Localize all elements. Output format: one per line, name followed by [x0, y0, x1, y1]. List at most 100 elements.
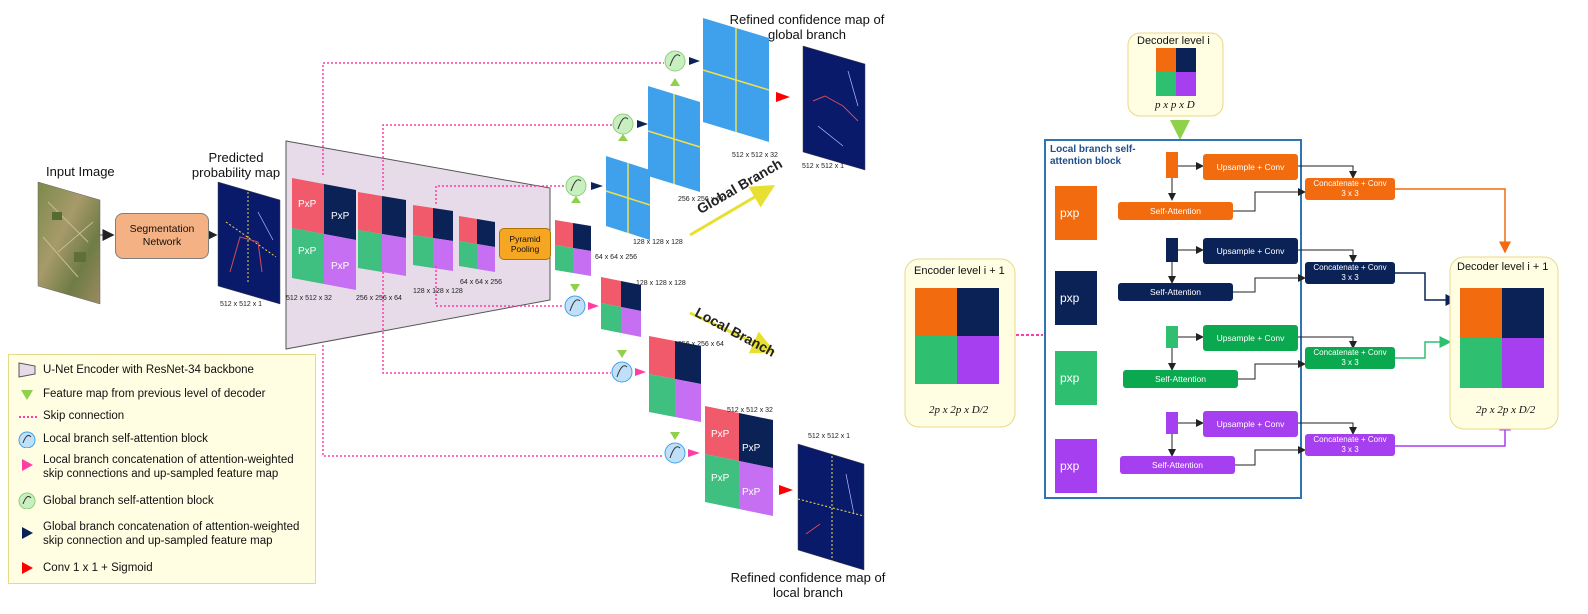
global-branch-arrow [689, 184, 776, 237]
refined-global-map [802, 45, 866, 171]
legend: U-Net Encoder with ResNet-34 backbone Fe… [8, 354, 316, 584]
pxp-label: PxP [742, 443, 761, 454]
concat-label: Concatenate + Conv [1313, 179, 1387, 188]
dims-label-64-256: 64 x 64 x 256 [460, 279, 503, 286]
global-cube-256 [647, 86, 701, 192]
decoder-in-label: Decoder level i [1137, 35, 1210, 47]
pxp-label: PxP [742, 487, 761, 498]
decoder-out-dims: 2p x 2p x D/2 [1476, 404, 1536, 416]
decoder-in-arrow [1170, 120, 1190, 140]
pyramid-pooling-box: Pyramid Pooling [499, 228, 551, 260]
global-attention-circles [565, 50, 700, 203]
local-branch-arrow [689, 311, 776, 354]
pink-triangle-right-icon [22, 459, 33, 471]
green-circle-sigmoid-icon [18, 492, 36, 509]
concat-label: Concatenate + Conv [1313, 263, 1387, 272]
decoder-in-dims: p x p x D [1155, 99, 1195, 111]
encoder-level-1 [292, 178, 356, 290]
pxp-label: PxP [711, 473, 730, 484]
block-title: Local branch self-attention block [1050, 144, 1136, 167]
pooled-feature-cube [555, 220, 591, 276]
local-cube-512 [705, 406, 773, 516]
input-image [37, 181, 101, 305]
concat-navy-arrow [1395, 272, 1458, 306]
global-dims-256: 256 x 256 x 64 [678, 196, 724, 203]
decoder-in-cube [1156, 48, 1196, 96]
self-attention-purple: Self-Attention [1120, 456, 1235, 474]
dims-label-64-256-b: 64 x 64 x 256 [595, 254, 638, 261]
local-attention-circles [564, 284, 700, 464]
local-dims-out: 512 x 512 x 1 [808, 433, 851, 440]
global-conv-sigmoid-arrow [776, 92, 790, 102]
legend-item: Global branch self-attention block [43, 495, 214, 507]
legend-item: U-Net Encoder with ResNet-34 backbone [43, 364, 254, 376]
pxp-label: PxP [331, 211, 350, 222]
self-attention-navy: Self-Attention [1118, 283, 1233, 301]
legend-item: Feature map from previous level of decod… [43, 388, 266, 400]
decoder-out-label: Decoder level i + 1 [1457, 261, 1549, 273]
refined-global-title: Refined confidence map of global branch [729, 12, 885, 42]
segmentation-network-box: Segmentation Network [115, 213, 209, 259]
global-dims-128: 128 x 128 x 128 [633, 239, 683, 246]
self-attention-orange: Self-Attention [1118, 202, 1233, 220]
navy-triangle-right-icon [22, 527, 33, 539]
legend-item: Conv 1 x 1 + Sigmoid [43, 562, 153, 574]
global-cube-128 [605, 156, 651, 240]
global-dims-512: 512 x 512 x 32 [732, 152, 778, 159]
skip-connections [322, 62, 664, 457]
encoder-level-label: Encoder level i + 1 [914, 265, 1005, 277]
concat-green-arrow [1395, 336, 1452, 359]
concat-orange-arrow [1395, 188, 1511, 254]
trapezoid-icon [18, 362, 36, 378]
encoder-level-3 [413, 205, 453, 271]
dotted-line-icon [19, 416, 37, 418]
global-cube-512 [702, 18, 770, 142]
pxp-label: PxP [298, 199, 317, 210]
dims-label-256-64: 256 x 256 x 64 [356, 295, 402, 302]
concat-kernel: 3 x 3 [1341, 358, 1359, 367]
legend-item: Local branch self-attention block [43, 433, 208, 445]
local-conv-sigmoid-arrow [779, 485, 793, 495]
cube-pxp-label: pxp [1060, 291, 1080, 305]
local-dims-128: 128 x 128 x 128 [636, 280, 686, 287]
red-triangle-right-icon [22, 562, 33, 574]
green-triangle-down-icon [21, 390, 33, 400]
input-image-label: Input Image [46, 164, 115, 179]
upsample-purple: Upsample + Conv [1203, 411, 1298, 437]
concat-kernel: 3 x 3 [1341, 189, 1359, 198]
row-orange [1055, 152, 1178, 240]
row-navy [1055, 238, 1178, 325]
dims-label-128-128: 128 x 128 x 128 [413, 288, 463, 295]
upsample-navy: Upsample + Conv [1203, 238, 1298, 264]
encoder-level-dims: 2p x 2p x D/2 [929, 404, 989, 416]
decoder-out-cube [1460, 288, 1544, 388]
cube-pxp-label: pxp [1060, 206, 1080, 220]
encoder-level-cube [915, 288, 999, 384]
self-attention-green: Self-Attention [1123, 370, 1238, 388]
pxp-label: PxP [298, 246, 317, 257]
predicted-map-label: Predicted probability map [191, 150, 281, 180]
pxp-label: PxP [331, 261, 350, 272]
cube-pxp-label: pxp [1060, 371, 1080, 385]
encoder-level-4 [459, 216, 495, 272]
local-dims-256: 256 x 256 x 64 [678, 341, 724, 348]
refined-local-title: Refined confidence map of local branch [730, 570, 886, 600]
concat-label: Concatenate + Conv [1313, 348, 1387, 357]
row-green [1055, 326, 1178, 405]
upsample-orange: Upsample + Conv [1203, 154, 1298, 180]
concat-label: Concatenate + Conv [1313, 435, 1387, 444]
row-purple [1055, 412, 1178, 493]
refined-local-map [797, 443, 865, 571]
concat-kernel: 3 x 3 [1341, 445, 1359, 454]
global-dims-out: 512 x 512 x 1 [802, 163, 845, 170]
pxp-label: PxP [711, 429, 730, 440]
local-cube-256 [649, 336, 701, 422]
cube-pxp-label: pxp [1060, 459, 1080, 473]
encoder-level-2 [358, 192, 406, 276]
blue-circle-sigmoid-icon [18, 431, 36, 448]
legend-item: Local branch concatenation of attention-… [43, 454, 294, 480]
